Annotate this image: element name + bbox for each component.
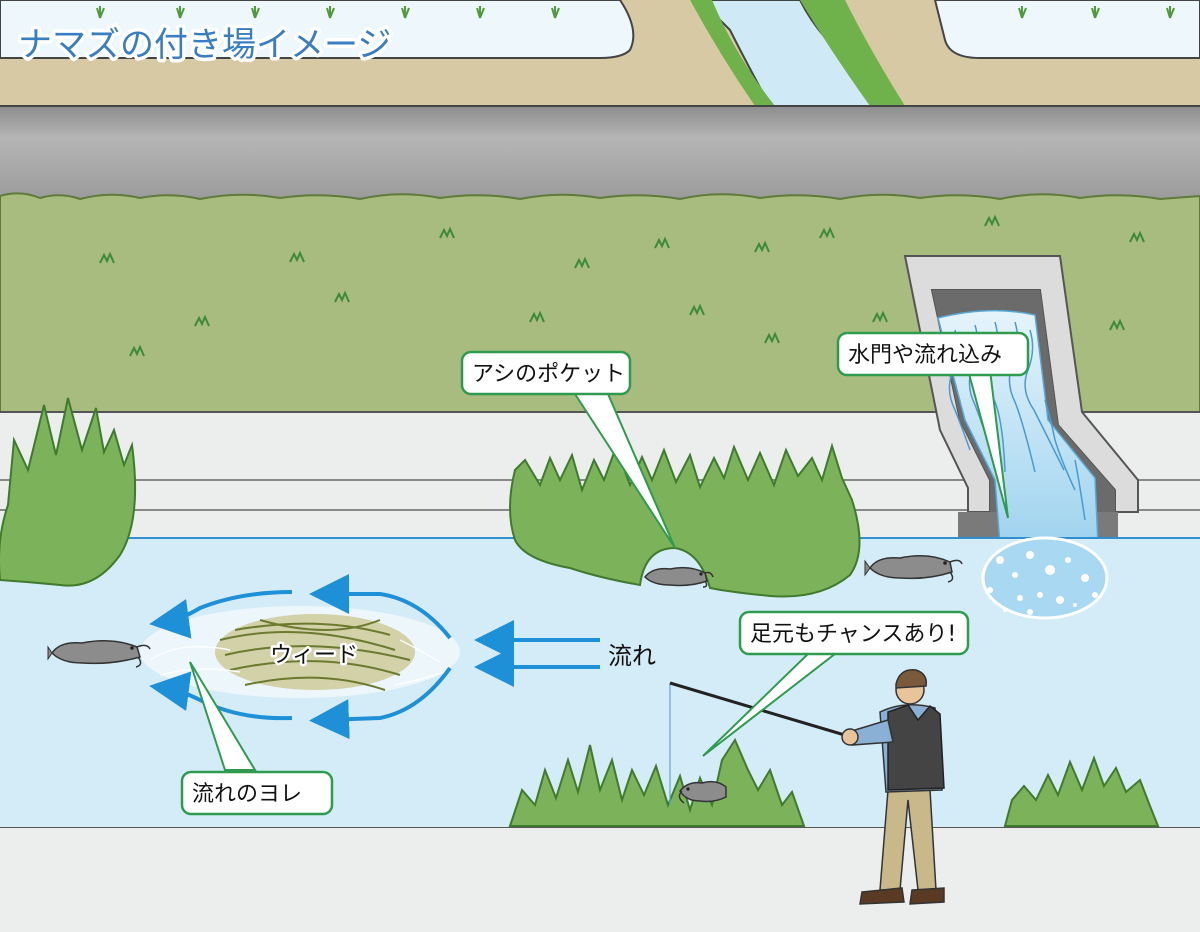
callout-water-gate: 水門や流れ込み <box>836 331 1030 377</box>
rice-sprouts <box>96 6 1175 19</box>
reed-clump-bottom-right <box>1003 755 1160 827</box>
flow-arrow-curve-upper-inner <box>309 574 452 640</box>
callout-eddy: 流れのヨレ <box>180 770 334 816</box>
weed-patch <box>140 606 460 698</box>
callout-feet: 足元もチャンスあり! <box>738 610 970 656</box>
canal-grass-right <box>800 0 905 106</box>
reed-clump-bottom-center <box>508 737 806 827</box>
catfish-pocket <box>643 566 714 588</box>
canal-grass-left <box>690 0 775 106</box>
flow-arrow-curve-lower-inner <box>309 666 452 740</box>
callout-water-gate-text: 水門や流れ込み <box>848 343 1002 368</box>
current-label: 流れ <box>608 642 656 670</box>
vest <box>887 704 945 791</box>
reed-clump-pocket <box>509 442 861 598</box>
catfish-gate <box>864 555 963 583</box>
road <box>0 106 1200 198</box>
callout-feet-text: 足元もチャンスあり! <box>750 622 956 647</box>
cap <box>895 669 928 689</box>
splash-foam <box>981 536 1109 620</box>
catfish-eddy <box>47 640 151 668</box>
reed-clump-left <box>0 397 137 587</box>
bottom-bank <box>0 828 1200 932</box>
angler <box>669 669 945 905</box>
rice-paddy-right <box>933 0 1200 59</box>
flow-arrow-curve-upper-outer <box>149 590 293 639</box>
callout-reed-pocket-text: アシのポケット <box>472 362 625 387</box>
weed-label: ウィード <box>270 643 358 668</box>
rice-paddy-left <box>0 0 635 59</box>
callout-pointers <box>189 369 1009 771</box>
catfish-feet <box>678 780 727 804</box>
callout-eddy-text: 流れのヨレ <box>192 782 302 807</box>
callout-reed-pocket: アシのポケット <box>460 350 632 396</box>
flow-arrows <box>149 574 600 740</box>
flow-arrow-curve-lower-outer <box>149 671 293 721</box>
diagram-title: ナマズの付き場イメージ <box>18 25 391 65</box>
